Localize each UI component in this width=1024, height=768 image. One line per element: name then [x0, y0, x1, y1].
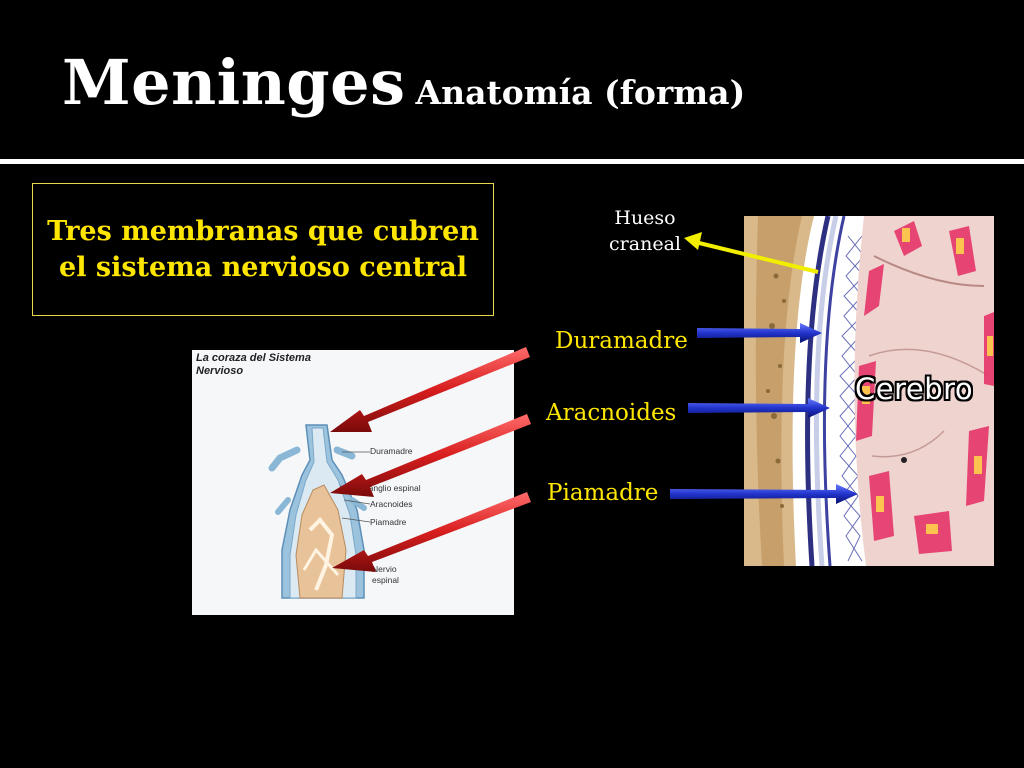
- spine-label-ganglio: Ganglio espinal: [362, 483, 421, 493]
- definition-text: Tres membranas que cubren el sistema ner…: [47, 215, 479, 283]
- spine-caption: La coraza del Sistema Nervioso: [196, 352, 311, 377]
- spinal-cord-figure: La coraza del Sistema Nervioso Duramadre…: [192, 350, 514, 615]
- label-hueso-line2: craneal: [609, 232, 681, 255]
- title-main: Meninges: [62, 46, 406, 119]
- title-sub: Anatomía (forma): [415, 73, 746, 112]
- label-aracnoides: Aracnoides: [546, 400, 677, 426]
- label-piamadre: Piamadre: [547, 480, 659, 506]
- brain-section-figure: [744, 216, 994, 566]
- spine-label-piamadre: Piamadre: [370, 517, 407, 527]
- title-divider: [0, 159, 1024, 164]
- spine-label-nervio-2: espinal: [372, 575, 399, 585]
- spine-label-duramadre: Duramadre: [370, 446, 413, 456]
- spine-label-nervio-1: Nervio: [372, 564, 397, 574]
- label-duramadre: Duramadre: [555, 328, 688, 354]
- spinal-cord-illustration: [268, 424, 371, 599]
- brain-section-illustration: [744, 216, 994, 566]
- label-hueso-line1: Hueso: [614, 207, 676, 229]
- brain-label: Cerebro: [855, 372, 974, 406]
- definition-box: Tres membranas que cubren el sistema ner…: [32, 183, 494, 316]
- spine-label-aracnoides: Aracnoides: [370, 499, 413, 509]
- label-hueso-craneal: Hueso craneal: [600, 206, 690, 257]
